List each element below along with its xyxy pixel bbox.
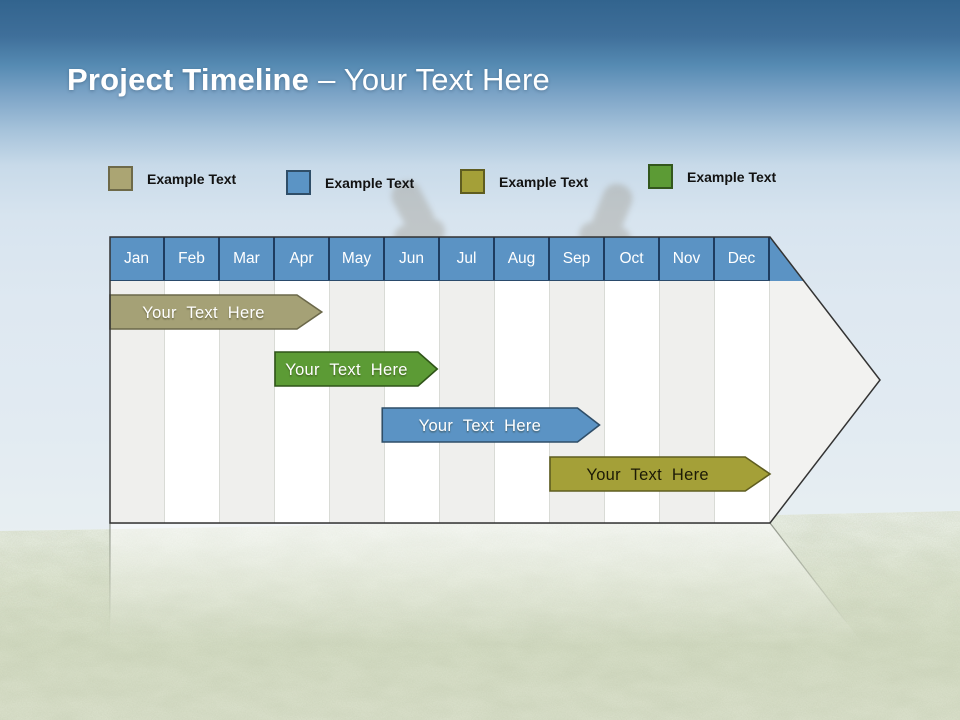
month-cell-aug: Aug (495, 237, 550, 280)
month-cell-jun: Jun (385, 237, 440, 280)
legend-swatch-green (648, 164, 673, 189)
legend-item-2[interactable]: Example Text (286, 170, 414, 195)
grid-column (110, 281, 165, 523)
month-cell-apr: Apr (275, 237, 330, 280)
grid-column (660, 281, 715, 523)
grid-column (275, 281, 330, 523)
page-title[interactable]: Project Timeline– Your Text Here (67, 60, 550, 100)
timeline-month-header[interactable]: Jan Feb Mar Apr May Jun Jul Aug Sep Oct … (110, 237, 770, 281)
legend-item-3[interactable]: Example Text (460, 169, 588, 194)
legend-label: Example Text (499, 173, 589, 190)
timeline-grid (110, 281, 770, 523)
month-cell-jan: Jan (110, 237, 165, 280)
month-cell-sep: Sep (550, 237, 605, 280)
legend-label: Example Text (687, 168, 777, 185)
grid-column (385, 281, 440, 523)
legend-swatch-olive (460, 169, 485, 194)
month-cell-oct: Oct (605, 237, 660, 280)
grid-column (550, 281, 605, 523)
legend-label: Example Text (147, 170, 237, 187)
page-title-suffix: – Your Text Here (318, 62, 550, 97)
month-cell-feb: Feb (165, 237, 220, 280)
legend-label: Example Text (325, 174, 415, 191)
month-cell-mar: Mar (220, 237, 275, 280)
month-cell-may: May (330, 237, 385, 280)
legend-item-4[interactable]: Example Text (648, 164, 776, 189)
grid-column (440, 281, 495, 523)
grid-column (605, 281, 660, 523)
grid-column (220, 281, 275, 523)
legend-item-1[interactable]: Example Text (108, 166, 236, 191)
grid-column (495, 281, 550, 523)
month-cell-jul: Jul (440, 237, 495, 280)
month-cell-dec: Dec (715, 237, 770, 280)
legend-swatch-blue (286, 170, 311, 195)
page-title-main: Project Timeline (67, 62, 310, 97)
month-cell-nov: Nov (660, 237, 715, 280)
legend-swatch-tan (108, 166, 133, 191)
grid-column (330, 281, 385, 523)
grid-column (715, 281, 770, 523)
grid-column (165, 281, 220, 523)
